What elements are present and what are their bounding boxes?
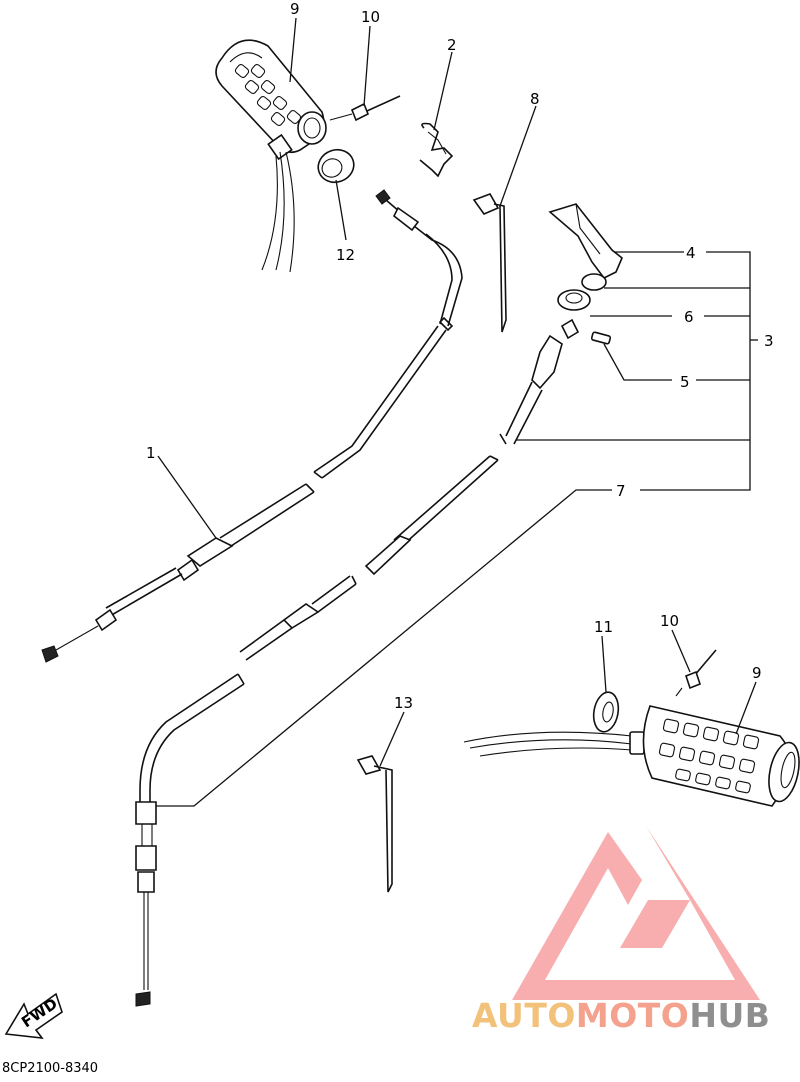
screw-top (329, 95, 401, 122)
fwd-arrow-icon: FWD (4, 992, 63, 1039)
part-code: 8CP2100-8340 (2, 1061, 99, 1076)
screw-bottom (675, 649, 717, 697)
callout-2: 2 (447, 36, 457, 54)
watermark-part-moto: MOTO (575, 996, 690, 1035)
grip-bottom-right (463, 705, 800, 807)
watermark-brand: AUTOMOTOHUB (472, 996, 770, 1035)
callout-13: 13 (394, 694, 413, 712)
callout-9-top: 9 (290, 0, 300, 18)
wire-clip-2 (419, 122, 454, 178)
callout-10-bottom: 10 (660, 612, 679, 630)
grip-top-left (215, 39, 327, 273)
callout-12: 12 (336, 246, 355, 264)
throttle-cable-1 (41, 189, 463, 663)
cable-band-8 (472, 193, 507, 333)
callout-10-top: 10 (361, 8, 380, 26)
callout-3: 3 (764, 332, 774, 350)
collar-11 (592, 691, 620, 733)
callout-8: 8 (530, 90, 540, 108)
callout-6: 6 (684, 308, 694, 326)
throttle-cable-7 (135, 318, 580, 1007)
callout-7: 7 (616, 482, 626, 500)
throttle-bracket (548, 203, 623, 345)
callout-1: 1 (146, 444, 156, 462)
callout-4: 4 (686, 244, 696, 262)
watermark-logo (512, 826, 760, 1000)
cable-band-13 (356, 755, 393, 893)
callout-9-bottom: 9 (752, 664, 762, 682)
callout-5: 5 (680, 373, 690, 391)
callout-11: 11 (594, 618, 613, 636)
collar-12 (317, 148, 355, 184)
callout-labels: 9 10 2 8 12 4 6 5 3 7 1 11 10 9 13 (146, 0, 774, 712)
leader-lines (156, 17, 758, 807)
watermark-part-auto: AUTO (472, 996, 576, 1035)
watermark-part-hub: HUB (689, 996, 771, 1035)
